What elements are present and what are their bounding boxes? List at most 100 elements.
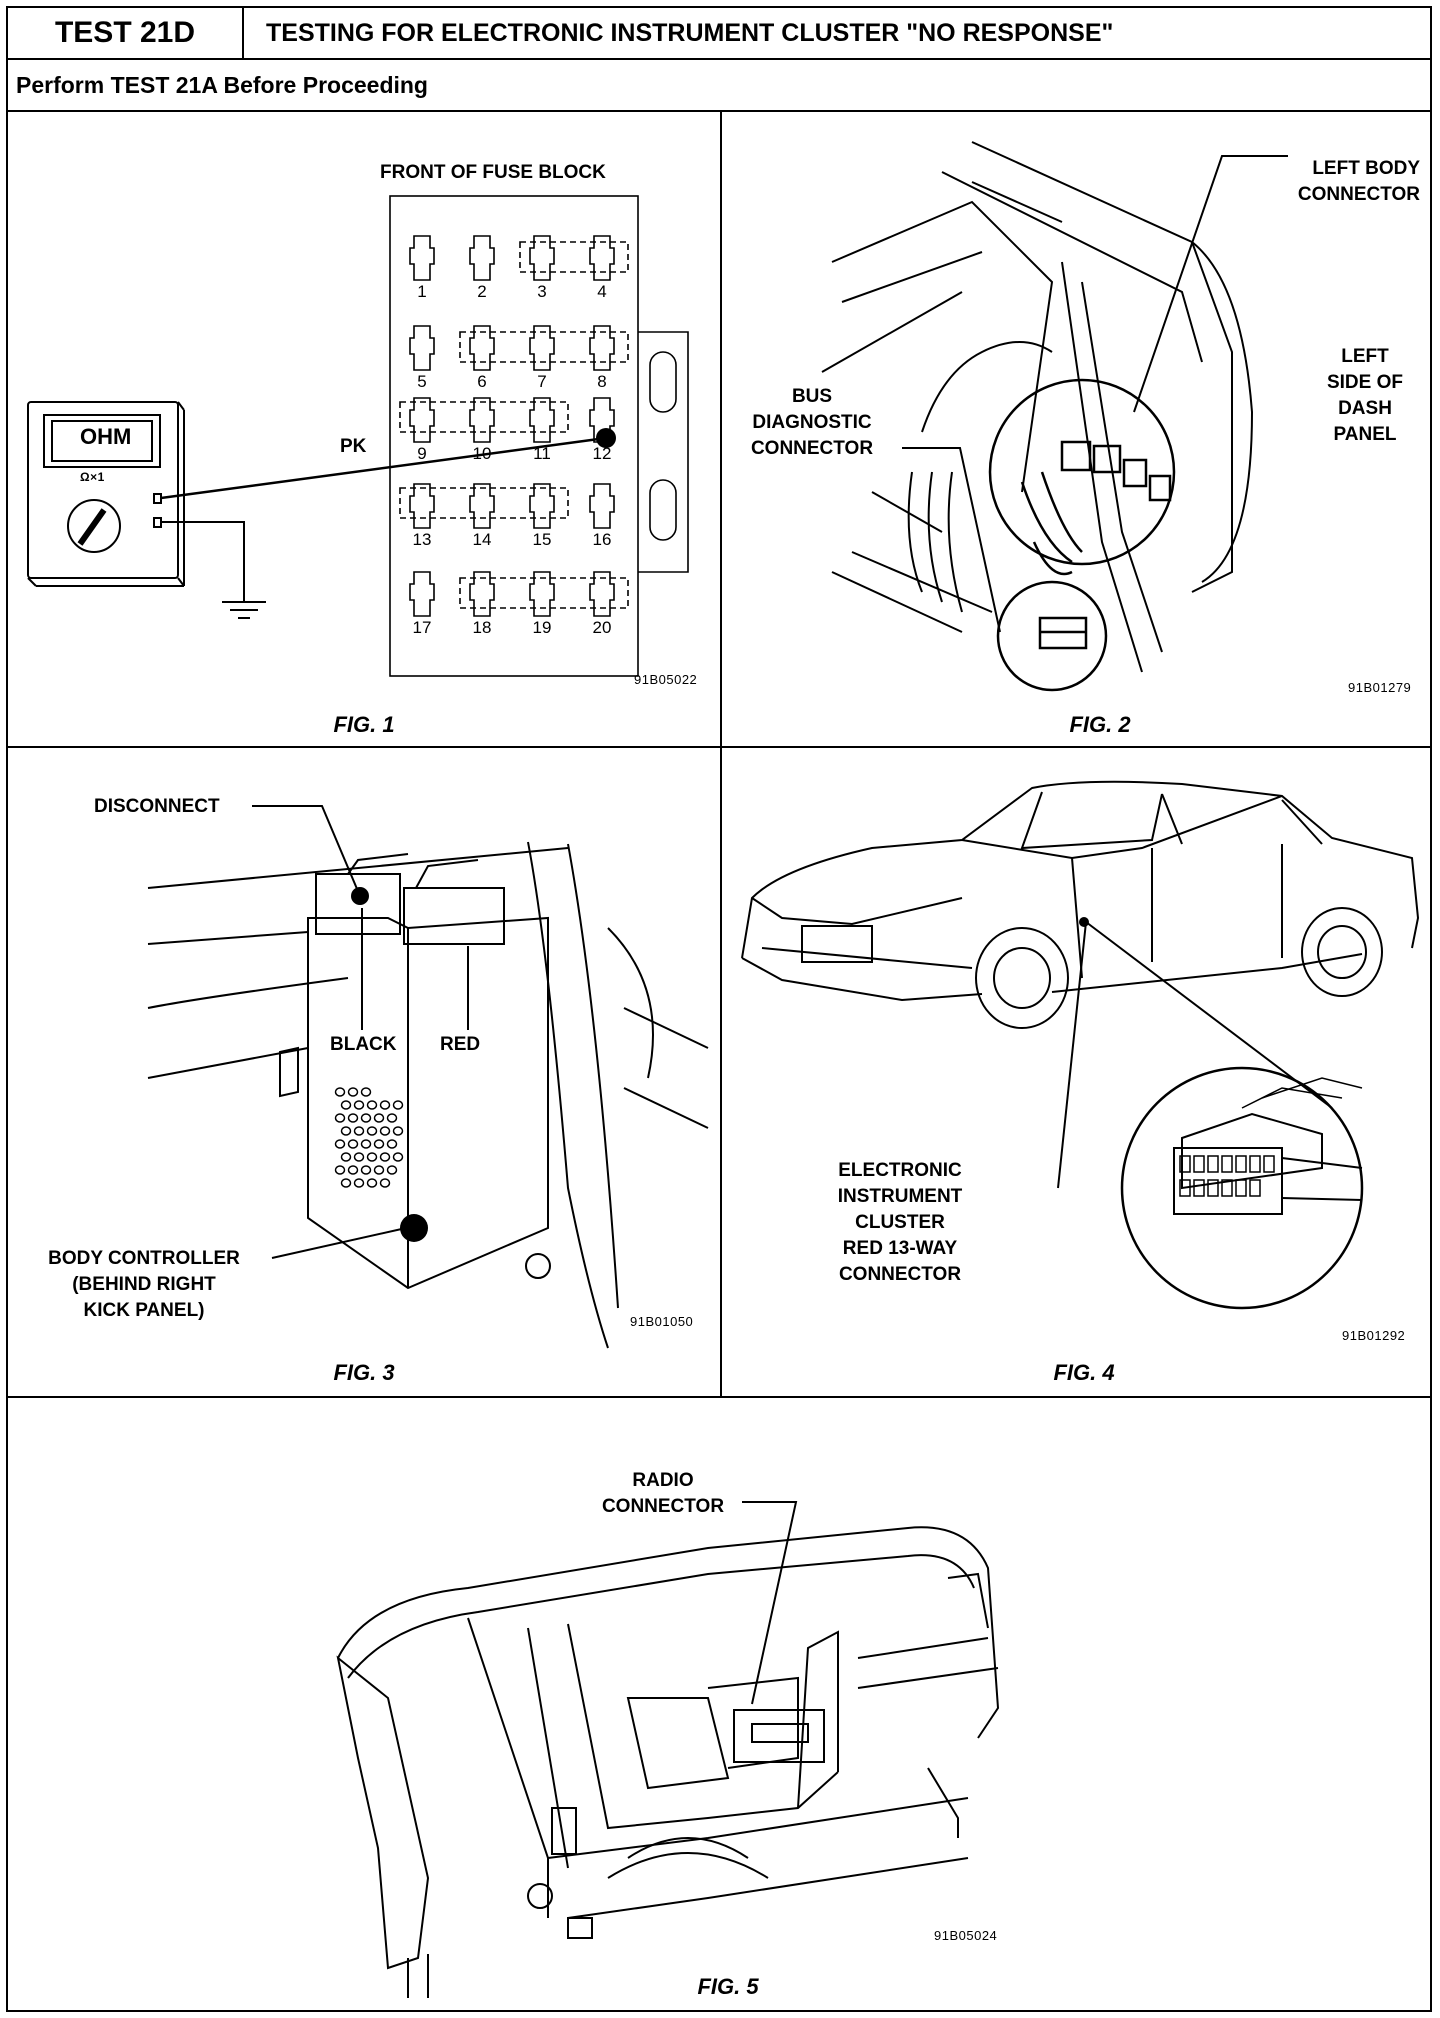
radio-connector-label-1: RADIO bbox=[632, 1470, 694, 1491]
fig1-code: 91B05022 bbox=[634, 672, 698, 687]
fuse-slot-icon bbox=[409, 483, 435, 529]
fuse-slot-icon bbox=[469, 325, 495, 371]
fig4-drawing bbox=[741, 780, 1420, 1310]
disconnect-label: DISCONNECT bbox=[94, 796, 220, 817]
meter-display: OHM bbox=[80, 424, 132, 449]
fuse-slot-icon bbox=[529, 571, 555, 617]
fuse-slot-icon bbox=[469, 571, 495, 617]
fuse-number: 7 bbox=[537, 372, 547, 391]
fuse-number: 18 bbox=[472, 618, 492, 637]
fuse-number: 2 bbox=[477, 282, 487, 301]
fig2-code: 91B01279 bbox=[1348, 680, 1412, 695]
fuse-slot-icon bbox=[529, 483, 555, 529]
controller-vent-icon bbox=[334, 1087, 404, 1188]
fig5-panel: RADIO CONNECTOR 91B05024 FIG. 5 bbox=[8, 1398, 1432, 2012]
fig1-drawing bbox=[27, 195, 689, 677]
fig2-leader-lines bbox=[902, 155, 1288, 633]
fuse-slot-icon bbox=[409, 397, 435, 443]
fig5-drawing bbox=[336, 1501, 1000, 1998]
fuse-number: 14 bbox=[472, 530, 492, 549]
fig2-drawing bbox=[821, 141, 1288, 692]
cluster-connector-label-3: CLUSTER bbox=[855, 1212, 945, 1233]
fuse-slot-icon bbox=[409, 325, 435, 371]
fig3-code: 91B01050 bbox=[630, 1314, 694, 1329]
fig2-panel: LEFT BODY CONNECTOR LEFT SIDE OF DASH PA… bbox=[722, 112, 1432, 748]
connector-magnifier-icon bbox=[988, 378, 1176, 692]
fuse-number: 8 bbox=[597, 372, 607, 391]
fuse-number: 11 bbox=[533, 444, 551, 463]
fuse-slot-icon bbox=[409, 235, 435, 281]
fuse-number: 4 bbox=[597, 282, 607, 301]
fuse-slot-icon bbox=[409, 571, 435, 617]
ohmmeter-icon bbox=[27, 401, 607, 619]
fig4-leader-lines bbox=[1057, 921, 1333, 1189]
cluster-location-icon bbox=[1079, 917, 1089, 927]
cluster-connector-label-5: CONNECTOR bbox=[838, 1264, 962, 1285]
fig4-caption: FIG. 4 bbox=[1053, 1360, 1115, 1385]
body-controller-label-3: KICK PANEL) bbox=[83, 1300, 205, 1321]
fuse-slot-icon bbox=[529, 397, 555, 443]
fuse-number: 19 bbox=[532, 618, 552, 637]
fuse-number: 6 bbox=[477, 372, 487, 391]
dash-panel-label-2: SIDE OF bbox=[1326, 372, 1403, 393]
test-sheet: TEST 21D TESTING FOR ELECTRONIC INSTRUME… bbox=[6, 6, 1432, 2012]
cluster-connector-label-1: ELECTRONIC bbox=[838, 1160, 962, 1181]
fig3-leader-lines bbox=[252, 805, 469, 1259]
instrument-panel-icon bbox=[336, 1526, 1000, 1998]
fuse-slot-icon bbox=[529, 235, 555, 281]
body-controller-label-2: (BEHIND RIGHT bbox=[72, 1274, 216, 1295]
dash-panel-icon bbox=[821, 141, 1254, 673]
fuse-block-title: FRONT OF FUSE BLOCK bbox=[380, 162, 606, 183]
fuse-slot-icon bbox=[589, 235, 615, 281]
fig3-drawing bbox=[147, 805, 709, 1349]
fuse-number: 20 bbox=[592, 618, 612, 637]
fuse-number: 3 bbox=[537, 282, 547, 301]
fuse-slot-icon bbox=[589, 325, 615, 371]
black-connector-label: BLACK bbox=[330, 1034, 397, 1055]
fuse-slot-icon bbox=[589, 571, 615, 617]
fuse-number: 15 bbox=[532, 530, 552, 549]
fuse-block-icon bbox=[389, 195, 689, 677]
body-controller-label-1: BODY CONTROLLER bbox=[48, 1248, 240, 1269]
fuse-number: 1 bbox=[417, 282, 427, 301]
left-body-connector-label-2: CONNECTOR bbox=[1297, 184, 1420, 205]
test-title: TESTING FOR ELECTRONIC INSTRUMENT CLUSTE… bbox=[244, 8, 1430, 60]
fuse-number: 10 bbox=[472, 444, 492, 463]
bus-diagnostic-label-1: BUS bbox=[791, 386, 833, 407]
bus-diagnostic-label-3: CONNECTOR bbox=[750, 438, 874, 459]
dash-panel-label-4: PANEL bbox=[1333, 424, 1397, 445]
meter-range-label: Ω×1 bbox=[80, 470, 105, 484]
fuse-slot-icon bbox=[469, 483, 495, 529]
prerequisite-note: Perform TEST 21A Before Proceeding bbox=[8, 60, 1430, 112]
probe-point-icon bbox=[596, 428, 616, 448]
fuse-slot-icon bbox=[469, 397, 495, 443]
left-body-connector-label-1: LEFT BODY bbox=[1312, 158, 1420, 179]
fuse-number: 16 bbox=[592, 530, 612, 549]
cluster-connector-label-4: RED 13-WAY bbox=[842, 1238, 958, 1259]
fig5-code: 91B05024 bbox=[934, 1928, 998, 1943]
bus-diagnostic-label-2: DIAGNOSTIC bbox=[752, 412, 872, 433]
fig2-caption: FIG. 2 bbox=[1069, 712, 1131, 737]
fuse-slot-icon bbox=[589, 483, 615, 529]
fuse-slot-icon bbox=[469, 235, 495, 281]
cluster-connector-label-2: INSTRUMENT bbox=[837, 1186, 963, 1207]
test-id: TEST 21D bbox=[8, 8, 244, 60]
fig4-panel: ELECTRONIC INSTRUMENT CLUSTER RED 13-WAY… bbox=[722, 748, 1432, 1398]
dash-panel-label-3: DASH bbox=[1338, 398, 1392, 419]
fuse-number: 13 bbox=[412, 530, 432, 549]
fig3-panel: DISCONNECT BLACK RED BODY CONTROLLER (BE… bbox=[8, 748, 722, 1398]
fig1-caption: FIG. 1 bbox=[333, 712, 395, 737]
fig3-caption: FIG. 3 bbox=[333, 1360, 395, 1385]
fig5-caption: FIG. 5 bbox=[697, 1974, 759, 1999]
fuse-slot-icon bbox=[529, 325, 555, 371]
car-icon bbox=[741, 780, 1420, 1029]
wire-color-label: PK bbox=[340, 436, 367, 457]
connector-13-way-icon bbox=[1120, 1066, 1364, 1310]
controller-location-dot-icon bbox=[400, 1214, 428, 1242]
dash-panel-label-1: LEFT bbox=[1341, 346, 1389, 367]
fuse-number: 5 bbox=[417, 372, 427, 391]
fig5-leader-lines bbox=[742, 1501, 798, 1705]
fuse-number: 12 bbox=[592, 444, 612, 463]
fuse-number: 17 bbox=[412, 618, 432, 637]
